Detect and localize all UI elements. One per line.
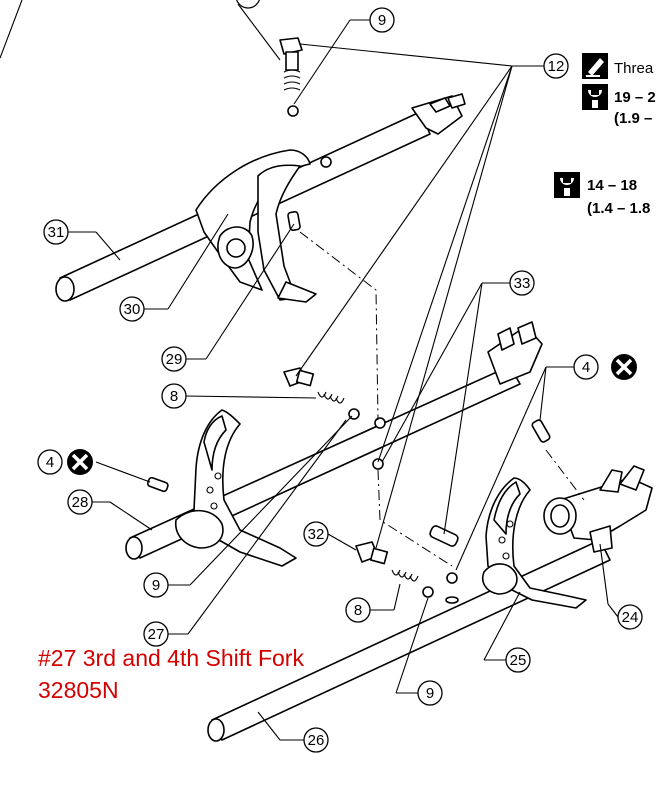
do-not-reuse-icon <box>611 354 637 380</box>
thread-locker-icon <box>582 53 608 79</box>
svg-text:32: 32 <box>308 526 325 543</box>
shift-fork-27 <box>175 409 297 567</box>
svg-text:26: 26 <box>308 732 325 749</box>
torque-wrench-icon <box>554 172 580 198</box>
callout-9-low: 9 <box>417 680 443 706</box>
callout-27: 27 <box>143 621 169 647</box>
svg-text:9: 9 <box>152 577 160 594</box>
svg-text:8: 8 <box>170 388 178 405</box>
svg-text:25: 25 <box>510 652 527 669</box>
svg-text:27: 27 <box>148 626 165 643</box>
callout-9-mid: 9 <box>143 572 169 598</box>
svg-text:8: 8 <box>354 602 362 619</box>
torque-wrench-icon <box>582 84 608 110</box>
bolt-12-top <box>279 37 303 117</box>
alignment-line-2 <box>377 469 453 567</box>
callout-25: 25 <box>505 647 531 673</box>
svg-text:28: 28 <box>72 494 89 511</box>
svg-text:30: 30 <box>124 301 141 318</box>
do-not-reuse-icon <box>67 449 93 475</box>
callout-29: 29 <box>161 346 187 372</box>
legend-torque2-value: 14 – 18 <box>587 177 637 194</box>
pin-4-left <box>146 476 169 493</box>
svg-text:24: 24 <box>622 609 639 626</box>
bolt-12-mid <box>283 367 384 470</box>
caption-line-1: #27 3rd and 4th Shift Fork <box>38 645 304 671</box>
svg-text:4: 4 <box>582 359 590 376</box>
shift-fork-25 <box>482 477 587 609</box>
alignment-line-1 <box>299 231 379 421</box>
legend-torque1-sub: (1.9 – <box>614 110 652 127</box>
svg-text:9: 9 <box>426 685 434 702</box>
callout-26: 26 <box>303 727 329 753</box>
callout-24: 24 <box>617 604 643 630</box>
caption-line-2: 32805N <box>38 677 119 703</box>
callout-31: 31 <box>43 219 69 245</box>
pin-4-right <box>531 419 551 443</box>
callout-32: 32 <box>303 521 329 547</box>
legend-thread-label: Threa <box>614 60 654 77</box>
svg-text:4: 4 <box>46 454 54 471</box>
legend-torque2-sub: (1.4 – 1.8 <box>587 200 650 217</box>
svg-text:33: 33 <box>514 275 531 292</box>
callout-4-left: 4 <box>37 449 63 475</box>
shift-rod-26 <box>207 539 611 742</box>
callout-12: 12 <box>543 53 569 79</box>
bolt-32 <box>355 541 434 598</box>
svg-text:29: 29 <box>166 351 183 368</box>
edge-line <box>0 0 23 59</box>
svg-text:31: 31 <box>48 224 65 241</box>
leader-partial <box>237 3 281 61</box>
svg-text:9: 9 <box>378 12 386 29</box>
leader-lines <box>68 19 619 741</box>
shift-lever-24 <box>543 465 653 553</box>
legend-torque1-value: 19 – 2 <box>614 89 656 106</box>
callout-28: 28 <box>67 489 93 515</box>
callout-8-low: 8 <box>345 597 371 623</box>
svg-text:12: 12 <box>548 58 565 75</box>
callout-30: 30 <box>119 296 145 322</box>
callout-33: 33 <box>509 270 535 296</box>
shift-fork-30 <box>195 149 317 303</box>
alignment-line-3 <box>545 449 585 501</box>
callout-9-top: 9 <box>369 7 395 33</box>
pin-33 <box>429 525 459 547</box>
callout-8-mid: 8 <box>161 383 187 409</box>
callout-4-right: 4 <box>573 354 599 380</box>
callout-partial-circle <box>236 0 260 9</box>
